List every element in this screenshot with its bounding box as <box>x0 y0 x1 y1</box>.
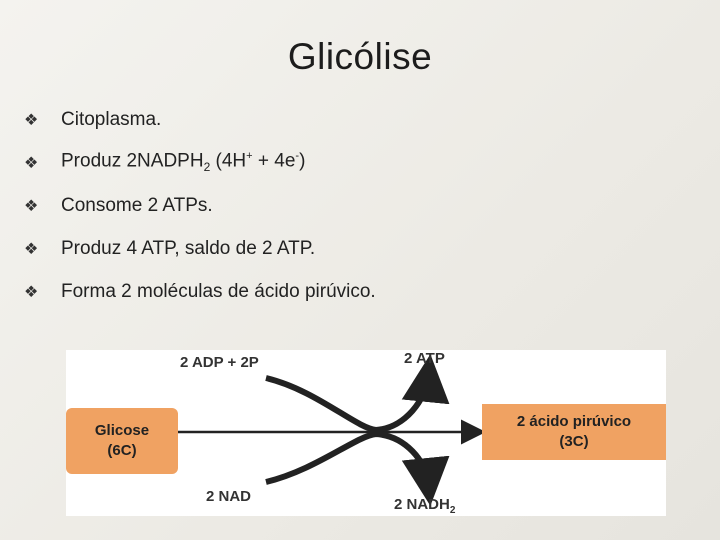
input-top-label: 2 ADP + 2P <box>180 354 259 371</box>
pyruvic-acid-carbons: (3C) <box>559 433 589 450</box>
glicose-box: Glicose (6C) <box>66 408 178 474</box>
bullet-list: ❖ Citoplasma. ❖ Produz 2NADPH2 (4H+ + 4e… <box>24 98 376 313</box>
list-item: ❖ Citoplasma. <box>24 98 376 141</box>
bullet-text: Citoplasma. <box>61 108 162 130</box>
diamond-bullet-icon: ❖ <box>24 197 39 215</box>
bottom-curve-arrow <box>265 430 450 506</box>
bullet-text: Produz 4 ATP, saldo de 2 ATP. <box>61 237 316 259</box>
pyruvic-acid-label: 2 ácido pirúvico <box>516 413 632 430</box>
diamond-bullet-icon: ❖ <box>24 240 39 258</box>
list-item: ❖ Produz 2NADPH2 (4H+ + 4e-) <box>24 141 376 184</box>
diamond-bullet-icon: ❖ <box>24 283 39 301</box>
bullet-text: Produz 2NADPH2 (4H+ + 4e-) <box>61 150 306 175</box>
slide-title: Glicólise <box>287 36 433 77</box>
list-item: ❖ Produz 4 ATP, saldo de 2 ATP. <box>24 227 376 270</box>
output-bottom-label: 2 NADH2 <box>394 496 456 516</box>
glycolysis-diagram: 2 ADP + 2P 2 ATP 2 NAD 2 NADH2 Glicose (… <box>66 350 666 516</box>
output-top-label: 2 ATP <box>404 350 445 367</box>
diagram-arrows <box>178 354 486 506</box>
input-bottom-label: 2 NAD <box>206 488 252 505</box>
bullet-text: Forma 2 moléculas de ácido pirúvico. <box>61 280 376 302</box>
glicose-label: Glicose <box>94 422 150 439</box>
top-curve-arrow <box>265 354 450 434</box>
diamond-bullet-icon: ❖ <box>24 154 39 172</box>
bullet-text: Consome 2 ATPs. <box>61 194 213 216</box>
glicose-carbons: (6C) <box>107 442 137 459</box>
pyruvic-acid-box: 2 ácido pirúvico (3C) <box>482 404 666 460</box>
list-item: ❖ Consome 2 ATPs. <box>24 184 376 227</box>
list-item: ❖ Forma 2 moléculas de ácido pirúvico. <box>24 270 376 313</box>
diamond-bullet-icon: ❖ <box>24 111 39 129</box>
